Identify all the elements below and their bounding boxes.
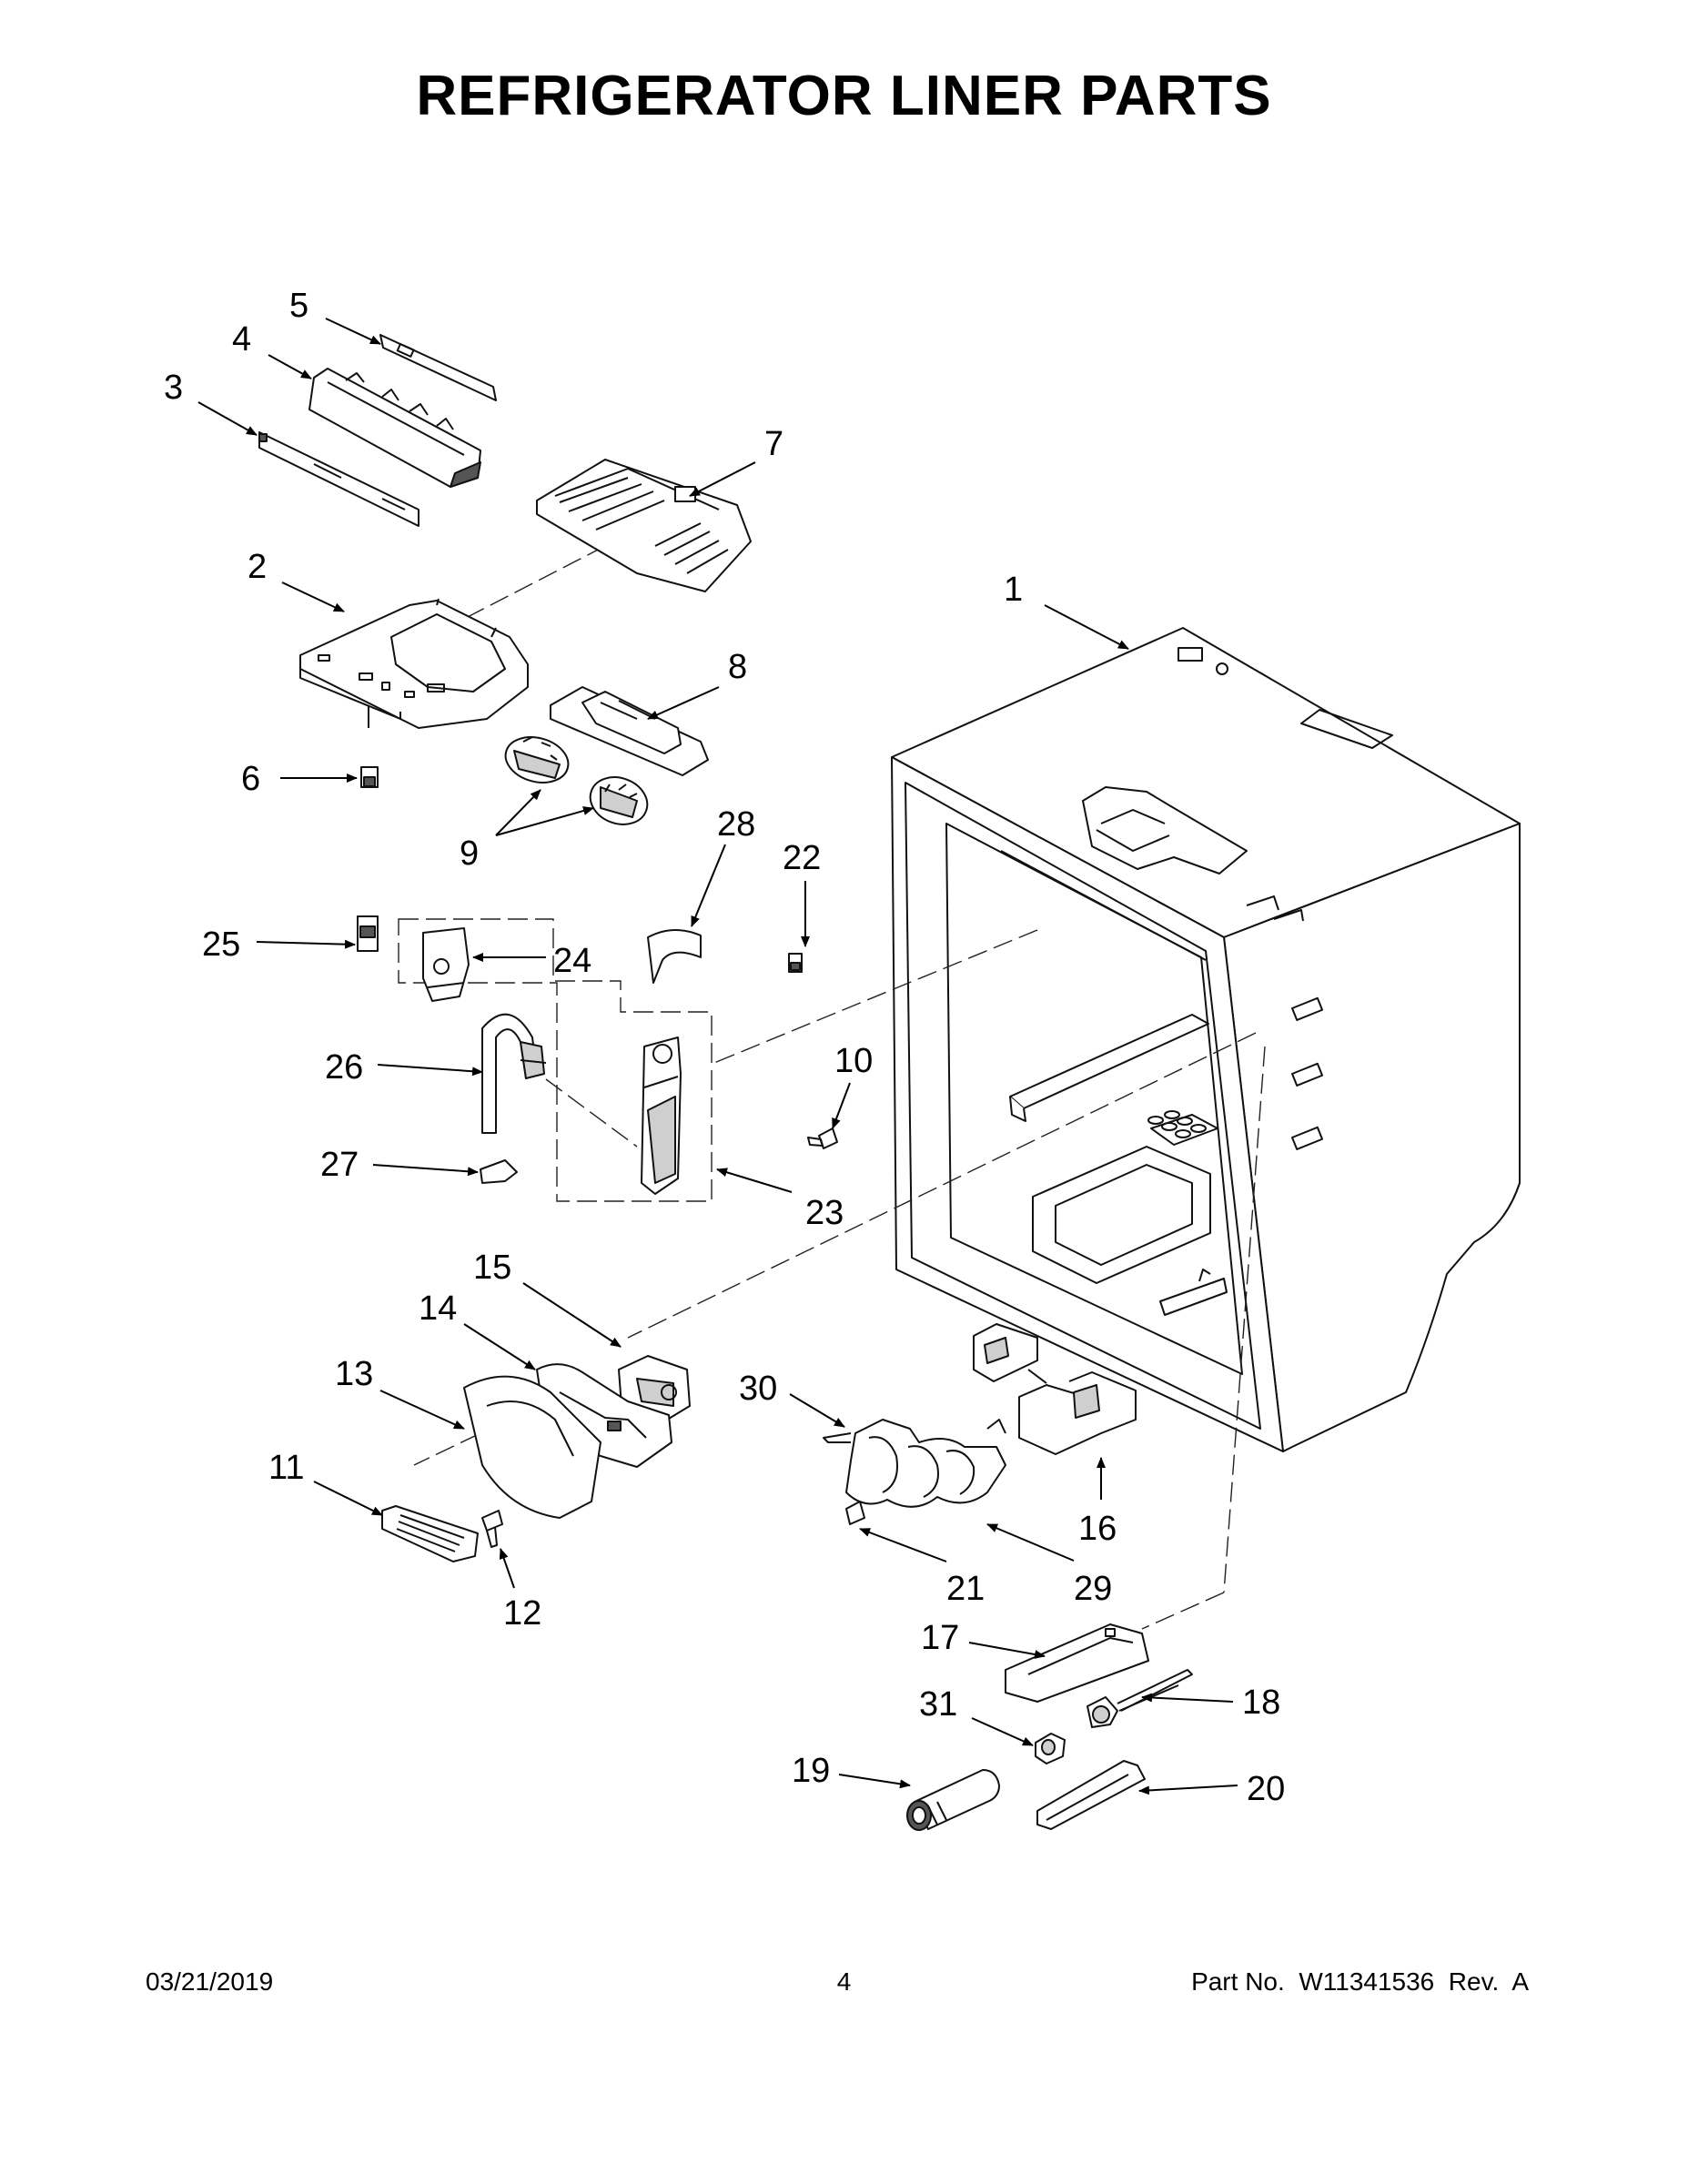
callout-10: 10: [834, 1042, 873, 1080]
callout-17: 17: [921, 1619, 959, 1657]
footer-page-number: 4: [836, 1967, 852, 1996]
callout-18: 18: [1242, 1684, 1280, 1722]
callout-20: 20: [1247, 1770, 1285, 1808]
fan-assemblies: [504, 736, 649, 825]
ice-chute: [641, 1036, 682, 1195]
control-bracket: [258, 431, 419, 527]
dashed-guide-lines: [368, 545, 1266, 1630]
callout-8: 8: [728, 648, 747, 686]
callout-31: 31: [919, 1685, 957, 1724]
screw: [845, 1501, 865, 1525]
drip-tray: [381, 1505, 479, 1562]
callout-16: 16: [1078, 1510, 1117, 1548]
callout-30: 30: [739, 1370, 777, 1408]
callout-1: 1: [1004, 571, 1023, 609]
callout-7: 7: [764, 425, 783, 463]
footer-date: 03/21/2019: [146, 1967, 274, 1996]
air-diffuser: [550, 686, 709, 776]
actuator-bracket: [422, 927, 470, 1002]
callout-26: 26: [325, 1048, 363, 1087]
callout-12: 12: [503, 1594, 541, 1633]
filter-cover: [1036, 1760, 1146, 1830]
filter-bypass: [1035, 1733, 1066, 1764]
callout-28: 28: [717, 805, 755, 844]
dispenser-housing: [536, 1363, 672, 1468]
heater-tube: [823, 1419, 1006, 1508]
dispenser-paddle: [463, 1375, 601, 1519]
callout-5: 5: [289, 287, 308, 325]
duct-cover: [536, 459, 752, 592]
screw: [807, 1127, 838, 1149]
callout-15: 15: [473, 1249, 511, 1287]
filter-head: [1087, 1669, 1193, 1728]
callout-4: 4: [232, 320, 251, 359]
liner-cabinet: [891, 627, 1521, 1452]
callout-leaders: [197, 318, 1238, 1795]
callout-3: 3: [164, 369, 183, 407]
lower-brackets: [973, 1323, 1137, 1455]
dispenser-gasket: [647, 929, 702, 984]
callout-13: 13: [335, 1355, 373, 1393]
callout-19: 19: [792, 1752, 830, 1790]
callout-22: 22: [783, 839, 821, 877]
callout-9: 9: [460, 834, 479, 873]
callout-numbers: 1 2 3 4 5 6 7 8 9 10 11 12 13 14 15 16 1…: [164, 287, 1285, 1808]
control-trim: [379, 334, 497, 401]
callout-27: 27: [320, 1146, 359, 1184]
callout-29: 29: [1074, 1570, 1112, 1608]
control-housing: [308, 368, 481, 488]
tube-clip: [480, 1159, 518, 1184]
screw: [481, 1510, 503, 1548]
water-filter: [906, 1769, 1000, 1831]
water-tube: [481, 1013, 547, 1134]
callout-6: 6: [241, 760, 260, 798]
sensor-clip: [788, 953, 803, 973]
door-switch: [360, 766, 379, 788]
upper-cover: [299, 598, 529, 729]
callout-24: 24: [553, 942, 591, 980]
callout-11: 11: [268, 1449, 304, 1487]
callout-25: 25: [202, 925, 240, 964]
actuator: [357, 915, 379, 952]
callout-14: 14: [419, 1289, 457, 1328]
callout-21: 21: [946, 1570, 985, 1608]
page-title: REFRIGERATOR LINER PARTS: [416, 65, 1272, 127]
filter-housing: [1005, 1623, 1149, 1703]
footer-part-number: Part No. W11341536 Rev. A: [1191, 1967, 1529, 1996]
callout-23: 23: [805, 1194, 844, 1232]
callout-2: 2: [248, 548, 267, 586]
